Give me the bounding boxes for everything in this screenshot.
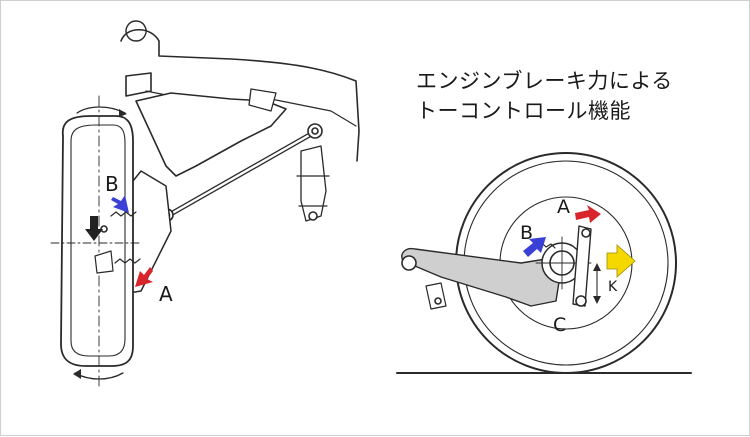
right-arrow-yellow xyxy=(606,244,636,278)
left-label-a: A xyxy=(159,282,173,306)
body-outline xyxy=(120,28,360,162)
title-line-1: エンジンブレーキ力による xyxy=(416,69,673,93)
right-label-c: C xyxy=(553,314,566,336)
right-arrow-blue xyxy=(523,237,546,257)
trailing-arm xyxy=(401,247,562,307)
right-label-k: K xyxy=(608,279,618,295)
upper-arm xyxy=(135,92,287,177)
right-label-b: B xyxy=(520,222,533,244)
left-arrow-blue xyxy=(111,195,129,213)
left-suspension xyxy=(50,20,360,387)
tyre xyxy=(60,115,134,367)
left-arrow-black xyxy=(85,216,103,241)
left-label-b: B xyxy=(105,172,119,196)
right-side-view xyxy=(396,152,692,374)
right-label-a: A xyxy=(557,196,570,218)
left-arrow-red xyxy=(135,267,153,287)
right-arrow-red xyxy=(575,205,601,223)
title-line-2: トーコントロール機能 xyxy=(416,99,631,123)
